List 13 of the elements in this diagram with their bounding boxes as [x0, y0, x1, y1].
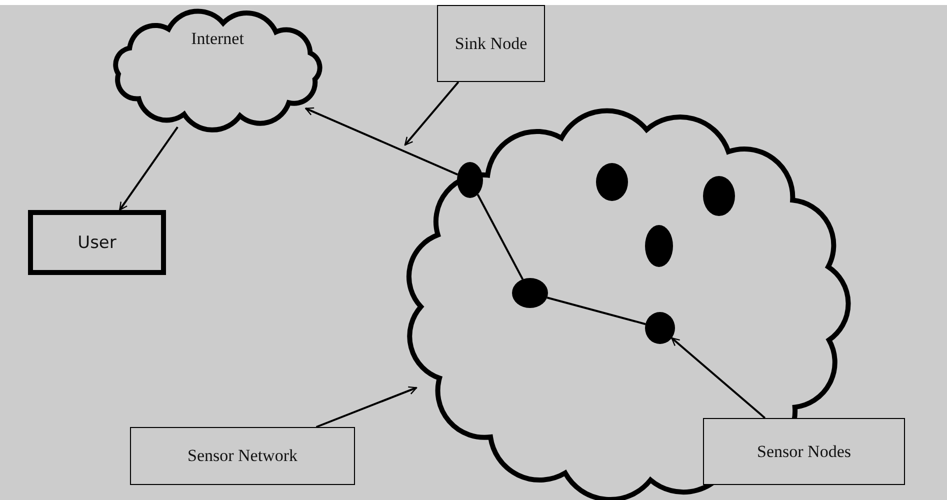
sensor-dot	[457, 162, 483, 198]
arrow	[118, 126, 178, 211]
cloud-label: Internet	[191, 28, 244, 49]
user-box: User	[28, 210, 166, 275]
label-box: Sink Node	[437, 5, 545, 82]
arrow	[316, 386, 418, 428]
arrow	[404, 81, 460, 146]
connector-line	[476, 194, 524, 280]
label-box: Sensor Network	[130, 427, 355, 485]
connector-line	[546, 296, 646, 326]
arrow	[305, 107, 458, 176]
label-box: Sensor Nodes	[703, 418, 905, 485]
arrow	[671, 337, 766, 419]
